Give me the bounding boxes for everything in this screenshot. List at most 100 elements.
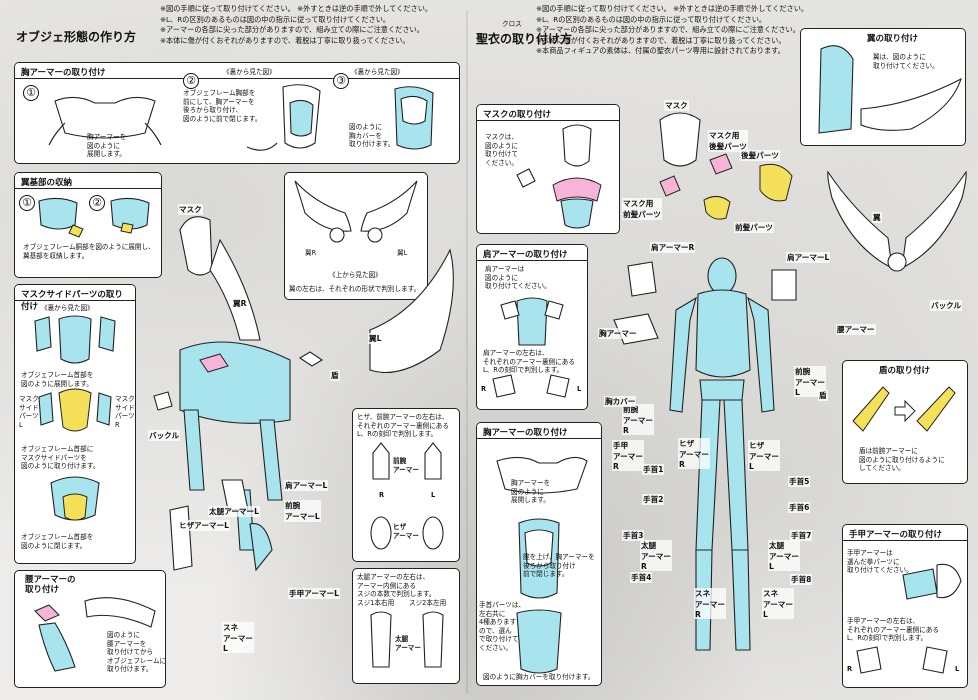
l-label: L bbox=[955, 665, 960, 673]
wings-panel: 翼の取り付け 翼は、図のように 取り付けてください。 bbox=[800, 28, 966, 146]
label-shin-l: スネ アーマー L bbox=[762, 588, 794, 619]
back-view-label: 《裏から見た図》 bbox=[223, 68, 276, 76]
note-text: ヒザ、前腕アーマーの左右は、 それぞれのアーマー裏側にある L、Rの刻印で判別し… bbox=[357, 413, 449, 439]
step-number: ① bbox=[19, 195, 35, 211]
instruction-text: 図のように 胸カバーを 取り付けます。 bbox=[349, 123, 395, 149]
panel-header: 手甲アーマーの取り付け bbox=[843, 525, 967, 541]
chest-armor-diagram-right bbox=[496, 456, 588, 674]
thigh-diagram bbox=[370, 611, 444, 668]
top-view-label: 《上から見た図》 bbox=[329, 271, 382, 279]
label-forearm-l: 前腕 アーマーL bbox=[284, 500, 321, 522]
left-notes: ※図の手順に従って取り付けてください。 ※外すときは逆の手順で外してください。 … bbox=[160, 4, 433, 45]
wing-note: 翼の左右は、それぞれの形状で判別します。 bbox=[289, 285, 421, 293]
knee-label: ヒザ アーマー bbox=[393, 523, 419, 540]
gauntlet-panel: 手甲アーマーの取り付け 手甲アーマーは 選んだ拳パーツに 取り付けてください。 … bbox=[842, 524, 968, 688]
mask-side-label-l: マスク サイド パーツ L bbox=[19, 395, 39, 429]
instruction-text: 手甲アーマーの左右は、 それぞれのアーマー裏側にある L、Rの刻印で判別します。 bbox=[847, 617, 939, 643]
back-view-label: 《裏から見た図》 bbox=[41, 304, 94, 312]
back-view-label: 《裏から見た図》 bbox=[351, 68, 404, 76]
label-hand8: 手首8 bbox=[790, 574, 813, 585]
panel-header: 翼の取り付け bbox=[861, 29, 965, 45]
waist-armor-panel: 腰アーマーの 取り付け 図のように 腰アーマーを 取り付けてから オブジェフレー… bbox=[14, 570, 166, 688]
label-shield: 盾 bbox=[330, 370, 340, 381]
label-hand3: 手首3 bbox=[622, 530, 645, 541]
step-number: ② bbox=[183, 73, 199, 89]
wings-attach-diagram bbox=[818, 45, 962, 134]
mask-side-label-r: マスク サイド パーツ R bbox=[115, 395, 135, 429]
knee-forearm-diagram bbox=[370, 442, 444, 550]
label-shoulder-r: 肩アーマーR bbox=[650, 242, 696, 253]
wing-l-label: 翼L bbox=[397, 249, 408, 257]
label-shin-r: スネ アーマー R bbox=[694, 588, 726, 619]
label-gauntlet-r: 手甲 アーマー R bbox=[612, 440, 644, 471]
wings-top-view-panel: 翼R 翼L 《上から見た図》 翼の左右は、それぞれの形状で判別します。 bbox=[284, 172, 428, 300]
right-page-title: 聖衣の取り付け方 bbox=[476, 32, 573, 46]
instruction-text: 盾は前腕アーマーに 図のように取り付けるように してください。 bbox=[859, 447, 945, 473]
waist-armor-diagram bbox=[34, 597, 156, 672]
label-wing: 翼 bbox=[872, 212, 882, 223]
r-label: R bbox=[379, 491, 385, 499]
panel-header: 肩アーマーの取り付け bbox=[477, 245, 587, 261]
label-hand6: 手首6 bbox=[788, 502, 811, 513]
label-mask-rear-hair: マスク用 後髪パーツ bbox=[708, 130, 748, 152]
wing-r-label: 翼R bbox=[305, 249, 317, 257]
label-knee-r: ヒザ アーマー R bbox=[678, 438, 710, 469]
label-chest-cover: 胸カバー bbox=[604, 396, 637, 407]
label-hand4: 手首4 bbox=[630, 572, 653, 583]
panel-header: 腰アーマーの 取り付け bbox=[25, 575, 76, 595]
mask-side-diagrams bbox=[34, 315, 116, 521]
label-chest: 胸アーマー bbox=[598, 328, 638, 339]
title-ruby: クロス bbox=[502, 20, 522, 28]
panel-header: 胸アーマーの取り付け bbox=[477, 423, 601, 439]
shoulder-diagram bbox=[492, 297, 570, 398]
panel-header: 胸アーマーの取り付け bbox=[15, 63, 459, 79]
panel-header: マスクの取り付け bbox=[477, 105, 619, 121]
panel-header: 翼基部の収納 bbox=[15, 173, 161, 189]
label-knee-l: ヒザ アーマー L bbox=[748, 440, 780, 471]
panel-header: 盾の取り付け bbox=[873, 361, 967, 377]
instruction-text: オブジェフレーム胴部を図のように展開し、 翼基部を収納します。 bbox=[23, 243, 155, 260]
step-number: ② bbox=[89, 195, 105, 211]
left-page-title: オブジェ形態の作り方 bbox=[16, 30, 137, 44]
label-front-hair: 前髪パーツ bbox=[734, 222, 774, 233]
chest-armor-panel-left: 胸アーマーの取り付け ① ② ③ 《裏から見た図》 《裏から見た図》 胸アーマー… bbox=[14, 62, 460, 164]
mask-side-panel: マスクサイドパーツの取り付け 《裏から見た図》 オブジェフレーム首部を 図のよう… bbox=[14, 284, 136, 564]
instruction-text: マスクは、 図のように 取り付けて ください。 bbox=[485, 133, 518, 167]
note-text: 太腿アーマーの左右は、 アーマー内側にある スジの本数で判別します。 bbox=[357, 573, 436, 599]
label-mask: マスク bbox=[664, 100, 689, 111]
thigh-label: 太腿 アーマー bbox=[395, 635, 421, 652]
step-number: ③ bbox=[333, 73, 349, 89]
right-notes: ※図の手順に従って取り付けてください。 ※外すときは逆の手順で外してください。 … bbox=[536, 4, 809, 55]
label-waist: 腰アーマー bbox=[836, 324, 876, 335]
page-divider bbox=[466, 10, 468, 694]
instruction-text: オブジェフレーム胸部を 前にして、胸アーマーを 後ろから取り付け、 図のように前… bbox=[183, 89, 262, 123]
label-gauntlet-l: 手甲アーマーL bbox=[288, 588, 340, 599]
panel-header: マスクサイドパーツの取り付け bbox=[15, 285, 135, 312]
wing-base-panel: 翼基部の収納 ① ② オブジェフレーム胴部を図のように展開し、 翼基部を収納しま… bbox=[14, 172, 162, 278]
label-knee-l: ヒザアーマーL bbox=[178, 520, 230, 531]
instruction-text: 手甲アーマーは 選んだ拳パーツに 取り付けてください。 bbox=[847, 549, 913, 575]
label-hand7: 手首7 bbox=[790, 530, 813, 541]
label-shin-l: スネ アーマー L bbox=[222, 622, 254, 653]
stripe-two-label: スジ2本左用 bbox=[409, 599, 447, 607]
label-hand1: 手首1 bbox=[642, 464, 665, 475]
instruction-text: オブジェフレーム首部を 図のように展開します。 bbox=[21, 371, 94, 388]
label-wing-l: 翼L bbox=[368, 333, 383, 344]
wing-base-diagram bbox=[38, 197, 150, 238]
chest-armor-panel-right: 胸アーマーの取り付け 胸アーマーを 図のように 展開します。 腕を上げ、胸アーマ… bbox=[476, 422, 602, 686]
instruction-text: 肩アーマーは 図のように 取り付けてください。 bbox=[485, 265, 551, 291]
label-hand5: 手首5 bbox=[788, 476, 811, 487]
instruction-text: オブジェフレーム首部に マスクサイドパーツを 図のように取り付けます。 bbox=[21, 445, 100, 471]
instruction-text: 図のように胸カバーを取り付けます。 bbox=[483, 673, 595, 681]
shield-diagram bbox=[852, 386, 956, 432]
label-shoulder-l: 肩アーマーL bbox=[786, 252, 831, 263]
instruction-text: 図のように 腰アーマーを 取り付けてから オブジェフレームに 取り付けます。 bbox=[107, 631, 166, 674]
label-thigh-r: 太腿 アーマー R bbox=[640, 540, 672, 571]
mask-diagram bbox=[516, 124, 602, 229]
instruction-text: 翼は、図のように 取り付けてください。 bbox=[873, 53, 939, 70]
label-thigh-l: 太腿 アーマー L bbox=[768, 540, 800, 571]
step-number: ① bbox=[23, 85, 39, 101]
label-back-hair: 後髪パーツ bbox=[740, 150, 780, 161]
label-forearm-r: 前腕 アーマー R bbox=[622, 404, 654, 435]
mask-panel: マスクの取り付け マスクは、 図のように 取り付けて ください。 bbox=[476, 104, 620, 234]
